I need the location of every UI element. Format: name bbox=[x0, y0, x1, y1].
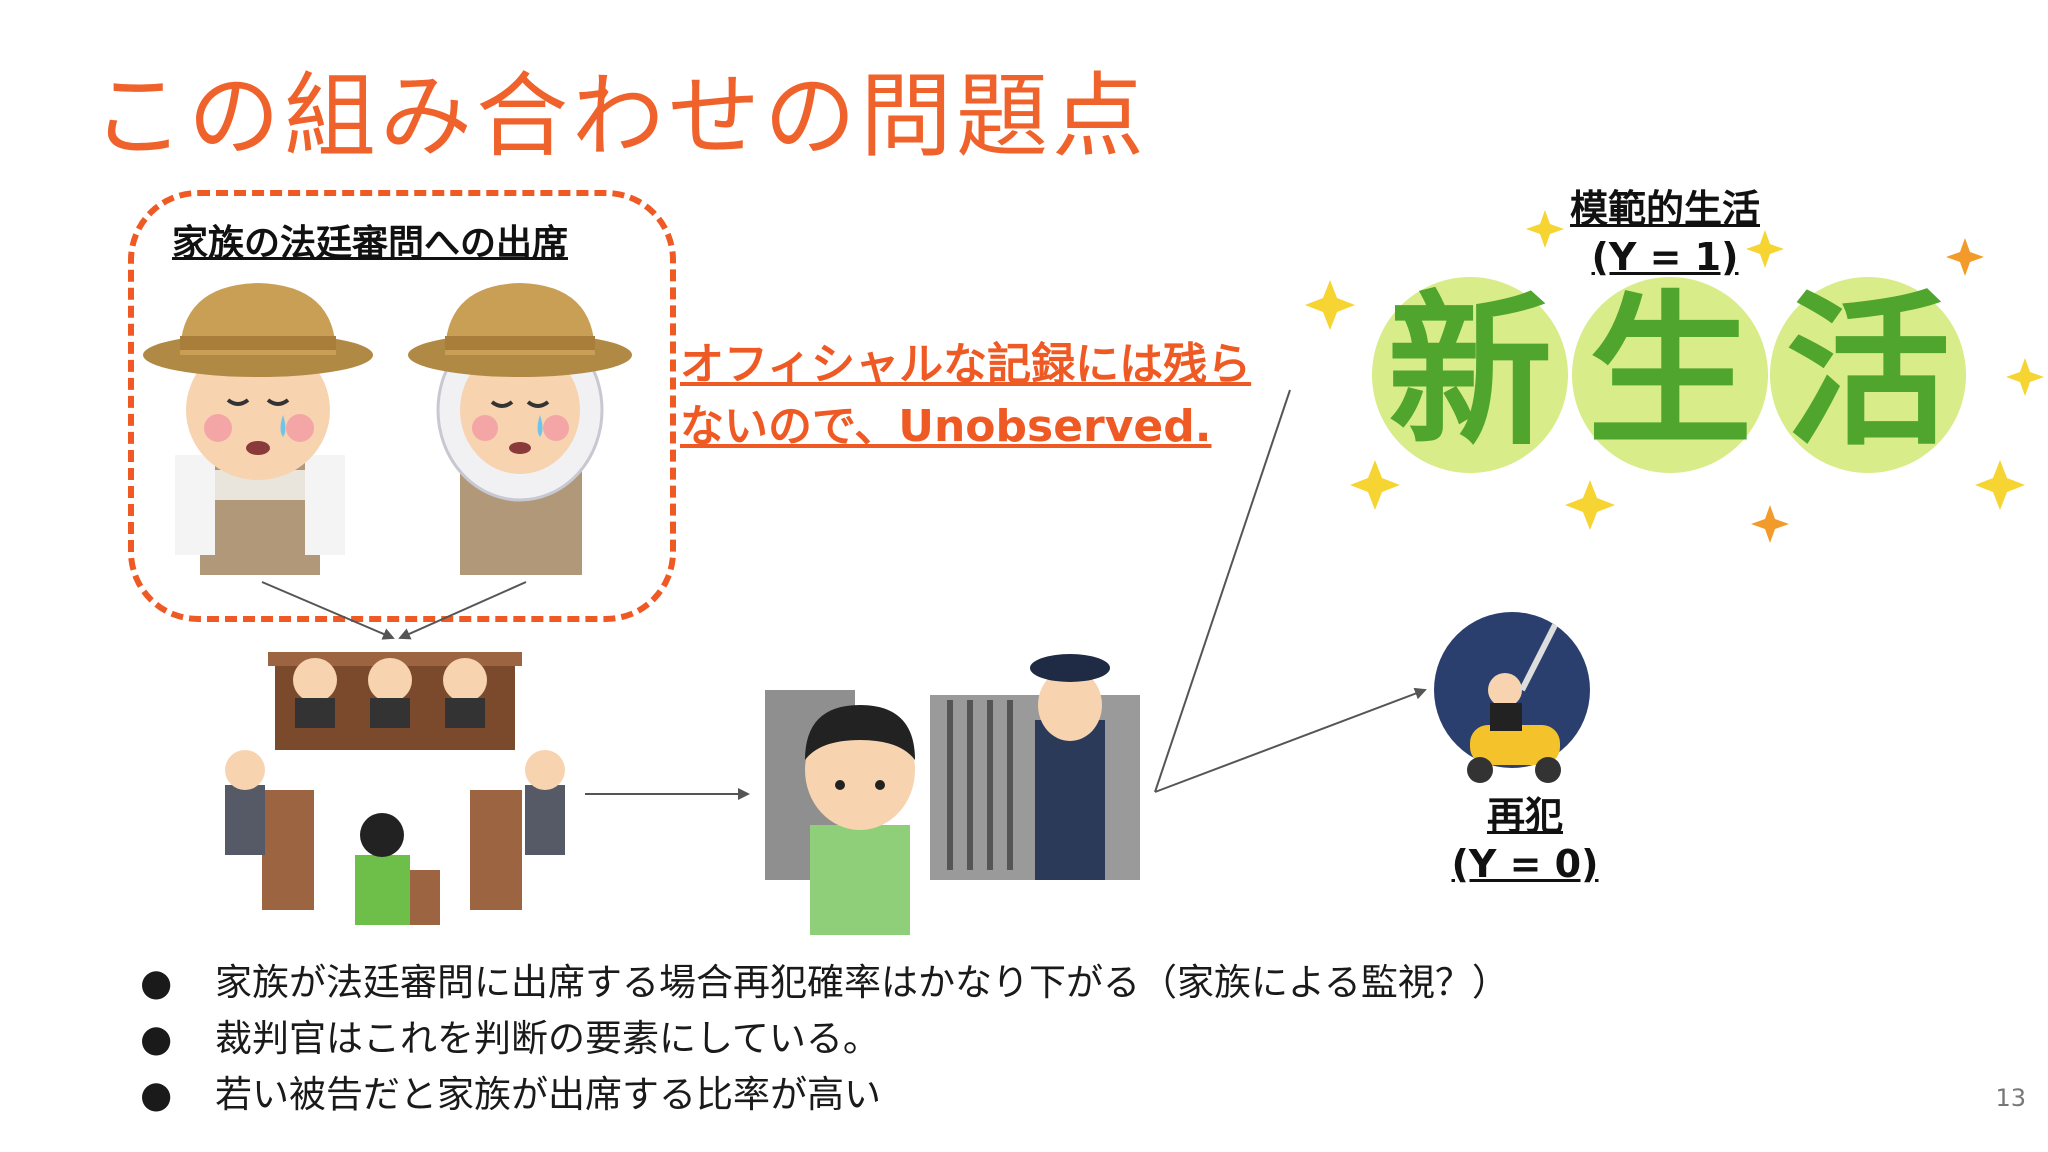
recidivism-illustration bbox=[1434, 612, 1590, 783]
unobserved-note: オフィシャルな記録には残ら ないので、Unobserved. bbox=[680, 334, 1320, 458]
new-life-char-3: 活 bbox=[1785, 276, 1951, 468]
family-box-label: 家族の法廷審問への出席 bbox=[172, 223, 569, 264]
prison-release-illustration bbox=[765, 654, 1140, 935]
outcome-bad-title: 再犯 bbox=[1486, 794, 1563, 838]
bullet-text: 家族が法廷審問に出席する場合再犯確率はかなり下がる（家族による監視？） bbox=[215, 961, 1509, 1004]
outcome-good-title: 模範的生活 bbox=[1569, 187, 1760, 231]
outcome-bad-label: 再犯 (Y = 0) bbox=[1430, 792, 1620, 888]
bullet-item: ● 若い被告だと家族が出席する比率が高い bbox=[140, 1067, 1509, 1123]
new-life-background bbox=[1372, 277, 1966, 473]
sparkle-stars bbox=[1305, 210, 2044, 543]
outcome-bad-value: (Y = 0) bbox=[1451, 842, 1599, 886]
bullet-list: ● 家族が法廷審問に出席する場合再犯確率はかなり下がる（家族による監視？） ● 裁判… bbox=[140, 955, 1509, 1123]
unobserved-note-line1: オフィシャルな記録には残ら bbox=[680, 339, 1252, 390]
mother-illustration bbox=[408, 283, 632, 575]
bullet-text: 裁判官はこれを判断の要素にしている。 bbox=[215, 1017, 880, 1060]
bullet-dot: ● bbox=[140, 961, 173, 1004]
new-life-char-2: 生 bbox=[1587, 276, 1753, 468]
page-number: 13 bbox=[1995, 1084, 2026, 1112]
family-attendance-box bbox=[128, 190, 676, 622]
bullet-dot: ● bbox=[140, 1073, 173, 1116]
father-illustration bbox=[143, 283, 373, 575]
bullet-text: 若い被告だと家族が出席する比率が高い bbox=[215, 1073, 881, 1116]
new-life-char-1: 新 bbox=[1387, 276, 1553, 468]
slide-title: この組み合わせの問題点 bbox=[92, 63, 1149, 170]
courtroom-illustration bbox=[225, 652, 565, 925]
bullet-item: ● 裁判官はこれを判断の要素にしている。 bbox=[140, 1011, 1509, 1067]
outcome-good-label: 模範的生活 (Y = 1) bbox=[1560, 185, 1770, 281]
outcome-good-value: (Y = 1) bbox=[1591, 235, 1739, 279]
bullet-item: ● 家族が法廷審問に出席する場合再犯確率はかなり下がる（家族による監視？） bbox=[140, 955, 1509, 1011]
bullet-dot: ● bbox=[140, 1017, 173, 1060]
unobserved-note-line2: ないので、Unobserved. bbox=[680, 401, 1212, 452]
flow-arrows bbox=[261, 389, 1427, 800]
